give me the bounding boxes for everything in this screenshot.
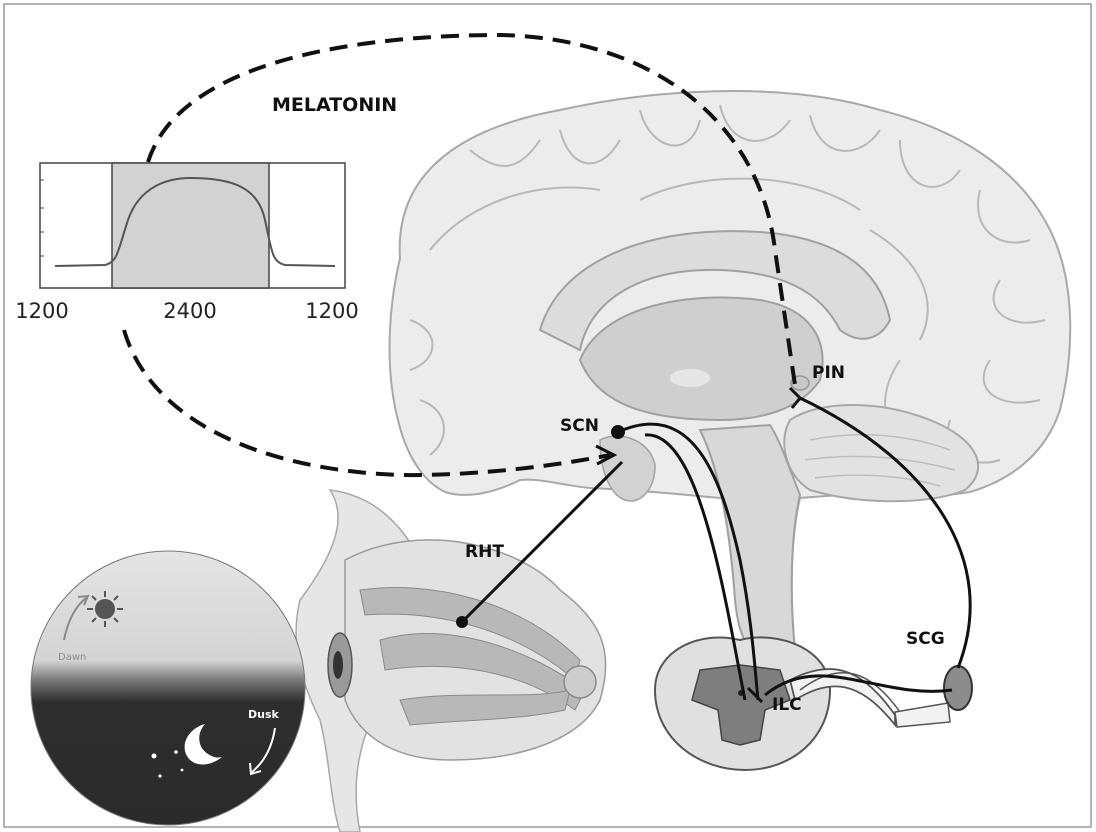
retina-node [456,616,468,628]
melatonin-profile-chart: 1200 2400 1200 [15,163,358,323]
x-tick-0: 1200 [15,299,68,323]
scn-node [611,425,625,439]
pupil [333,651,343,679]
scg-ganglion [944,666,972,710]
pin-label: PIN [812,363,845,383]
melatonin-label: MELATONIN [272,94,397,116]
scn-label: SCN [560,416,599,436]
day-night-circle: Dawn Dusk [31,551,305,825]
scg-label: SCG [906,629,945,649]
night-shaded-region [112,163,269,288]
sun-icon [87,591,123,627]
dawn-label: Dawn [58,652,86,663]
dusk-label: Dusk [248,708,280,721]
thalamus-highlight [670,369,710,387]
x-tick-2: 1200 [305,299,358,323]
x-tick-1: 2400 [163,299,216,323]
ilc-label: ILC [772,695,802,715]
rht-label: RHT [465,542,504,562]
optic-nerve-exit [564,666,596,698]
